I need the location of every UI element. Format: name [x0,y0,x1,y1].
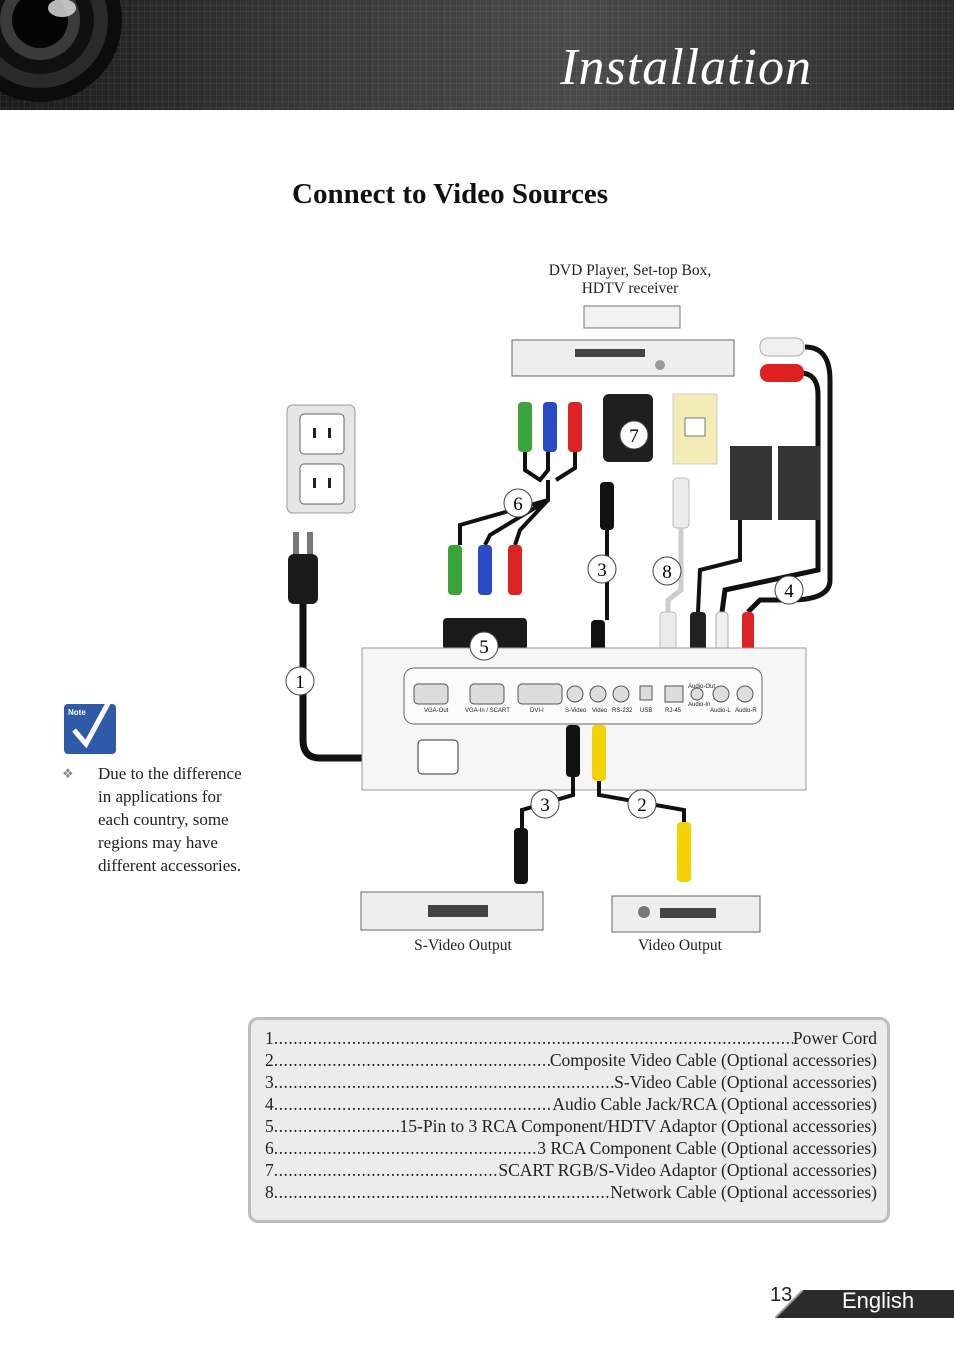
video-source [611,895,761,933]
language-label: English [842,1288,915,1313]
callout-3: 3 [597,560,607,581]
section-title: Connect to Video Sources [292,178,609,210]
legend-row: 8Network Cable (Optional accessories) [265,1182,877,1204]
note-text: ❖ Due to the difference in applications … [62,762,252,877]
video-output-caption: Video Output [638,937,722,954]
wall-outlet [286,404,356,514]
callout-8: 8 [662,562,672,583]
legend-row: 7SCART RGB/S-Video Adaptor (Optional acc… [265,1160,877,1182]
page-number: 13 [770,1284,793,1306]
callout-2: 2 [637,795,647,816]
note-icon: Note [64,694,116,754]
callout-3: 3 [540,795,550,816]
page-title: Installation [560,39,812,96]
port-label: Audio-R [735,708,757,714]
legend-row: 63 RCA Component Cable (Optional accesso… [265,1138,877,1160]
connection-diagram: VGA-Out VGA-In / SCART DVI-I S-Video Vid… [0,240,954,980]
legend-row: 4Audio Cable Jack/RCA (Optional accessor… [265,1094,877,1116]
footer-language-tab [775,1290,954,1318]
note-icon-label: Note [68,708,86,717]
port-label: DVI-I [530,708,544,714]
port-label: Audio-L [710,708,731,714]
header-texture [0,0,954,110]
dvd-caption: DVD Player, Set-top Box, HDTV receiver [530,262,730,298]
cable-legend: 1Power Cord 2Composite Video Cable (Opti… [248,1017,890,1223]
port-label: VGA-In / SCART [465,708,510,714]
legend-row: 3S-Video Cable (Optional accessories) [265,1072,877,1094]
speakers [730,446,820,520]
diagram-svg: VGA-Out VGA-In / SCART DVI-I S-Video Vid… [285,305,833,933]
legend-row: 2Composite Video Cable (Optional accesso… [265,1050,877,1072]
component-cable [448,402,582,595]
port-label: VGA-Out [424,708,449,714]
port-label: S-Video [565,708,587,714]
port-label: Audio-Out [688,684,715,690]
port-label: USB [640,708,652,714]
projector-rear [361,647,807,791]
callout-4: 4 [784,581,794,602]
legend-row: 1Power Cord [265,1028,877,1050]
note-body: Due to the difference in applications fo… [98,764,242,875]
callout-7: 7 [629,426,639,447]
port-label: RJ-45 [665,708,682,714]
page-header: Installation [0,0,954,110]
callout-5: 5 [479,637,489,658]
lens-graphic [0,0,122,102]
dvd-caption-line: DVD Player, Set-top Box, [548,262,712,279]
callout-1: 1 [295,672,305,693]
dvd-player [511,305,735,377]
svideo-source [360,891,544,931]
port-label: Audio-In [688,702,710,708]
bullet-icon: ❖ [62,766,74,781]
port-label: RS-232 [612,708,633,714]
callout-6: 6 [513,494,523,515]
dvd-caption-line: HDTV receiver [581,280,679,297]
svideo-output-caption: S-Video Output [414,937,512,954]
legend-row: 515-Pin to 3 RCA Component/HDTV Adaptor … [265,1116,877,1138]
port-label: Video [592,708,608,714]
